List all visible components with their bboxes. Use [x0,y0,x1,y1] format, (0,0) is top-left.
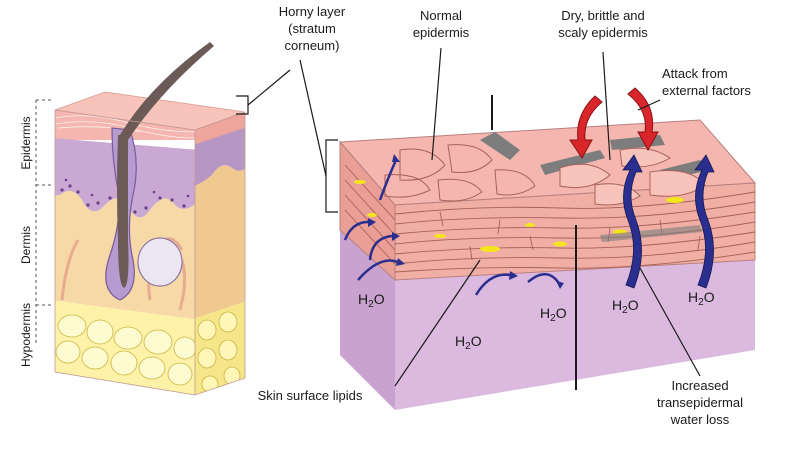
h2o-label-3: H2O [540,305,567,324]
h2o-label-5: H2O [688,289,715,308]
dry-epidermis-label: Dry, brittle and scaly epidermis [558,8,648,40]
horny-layer-line-3: corneum) [285,38,340,53]
h2o-label-4: H2O [612,297,639,316]
attack-label: Attack from external factors [662,66,751,98]
water-arrow-up-2 [694,154,715,289]
water-evap-heads [368,154,564,289]
horny-layer-leader-right [299,59,327,177]
epidermis-block [338,95,757,410]
attack-leader [637,99,661,111]
layer-label-hypodermis: Hypodermis [19,303,33,367]
side-epidermis-layer [195,126,245,190]
horny-layer-leader-left [247,69,291,106]
sebaceous-gland [137,237,183,287]
hair-shaft [120,42,214,140]
dry-epidermis-line-1: Dry, brittle and [561,8,645,23]
side-dermis-layer [195,165,245,320]
horny-layer-label: Horny layer (stratum corneum) [279,4,346,53]
tewl-leader [639,267,701,377]
hair-root [117,135,129,288]
water-loss-arrows [622,154,715,289]
h2o-label-1: H2O [358,291,385,310]
block-left-stratum [339,140,396,282]
water-arrow-curl-6 [378,159,398,201]
skin-cross-section-block [54,42,246,396]
water-arrow-curl-2 [368,234,393,261]
horny-layer-bracket-right [325,139,338,213]
layer-label-dermis: Dermis [19,226,33,264]
attack-arrow-right [627,87,659,152]
lipids-leader [394,259,481,387]
tewl-line-1: Increased [671,378,728,393]
tewl-line-3: water loss [670,412,730,427]
normal-epidermis-line-2: epidermis [413,25,470,40]
dry-epidermis-line-2: scaly epidermis [558,25,648,40]
block-outline [54,109,246,396]
tewl-label: Increased transepidermal water loss [657,378,743,427]
surface-cells [384,144,536,202]
tewl-line-2: transepidermal [657,395,743,410]
dry-epidermis-leader [602,51,611,161]
water-arrow-curl-4 [474,273,511,296]
layer-scale [35,99,52,345]
lipids-label: Skin surface lipids [258,388,363,403]
attack-line-1: Attack from [662,66,728,81]
normal-epidermis-label: Normal epidermis [413,8,470,40]
layer-label-epidermis: Epidermis [19,116,33,169]
attack-arrows [569,87,659,159]
normal-epidermis-leader [431,47,442,161]
water-arrow-up-1 [622,154,643,289]
h2o-label-2: H2O [455,333,482,352]
normal-epidermis-line-1: Normal [420,8,462,23]
attack-line-2: external factors [662,83,751,98]
block-left-lower [340,230,395,410]
attack-arrow-left [569,95,603,159]
horny-layer-line-1: Horny layer [279,4,346,19]
fat-cells-front [55,314,195,386]
water-arrow-curl-1 [343,220,369,241]
horny-layer-line-2: (stratum [288,21,336,36]
water-arrow-curl-3 [357,259,399,281]
